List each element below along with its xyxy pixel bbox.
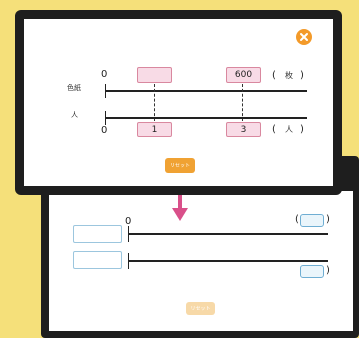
row-label-color-paper: 色紙 — [67, 84, 81, 92]
bottom-top-zero-tick — [128, 226, 129, 242]
bottom-bottom-paren-close: ) — [326, 265, 330, 276]
color-paper-left-input[interactable] — [137, 67, 172, 83]
people-number-line — [105, 117, 307, 119]
bottom-top-paren-open: ( — [295, 214, 299, 225]
bottom-unit-paren-open: ( — [272, 124, 276, 135]
bottom-bottom-zero-tick — [128, 253, 129, 269]
bottom-top-paren-close: ) — [326, 214, 330, 225]
bottom-row-zero: 0 — [101, 125, 108, 136]
people-left-input[interactable]: 1 — [137, 122, 172, 137]
people-right-input[interactable]: 3 — [226, 122, 261, 137]
color-paper-zero-tick — [105, 84, 106, 98]
dashed-connector-left — [154, 84, 155, 121]
top-unit-label: 枚 — [285, 71, 293, 80]
bottom-unit-label: 人 — [285, 125, 293, 134]
top-row-zero: 0 — [101, 69, 108, 80]
bottom-reset-button[interactable]: リセット — [186, 302, 215, 315]
top-unit-paren-open: ( — [272, 70, 276, 81]
top-unit-paren-close: ) — [300, 70, 304, 81]
bottom-top-unit-input[interactable] — [300, 214, 324, 227]
color-paper-number-line — [105, 90, 307, 92]
bottom-bottom-unit-input[interactable] — [300, 265, 324, 278]
people-label-input[interactable] — [73, 251, 122, 269]
color-paper-right-input[interactable]: 600 — [226, 67, 261, 83]
bottom-reset-label: リセット — [190, 306, 211, 312]
people-zero-tick — [105, 111, 106, 125]
dashed-connector-right — [242, 84, 243, 121]
close-icon[interactable] — [296, 29, 312, 45]
arrow-down-icon — [172, 194, 188, 221]
row-label-people: 人 — [71, 111, 78, 119]
bottom-bottom-number-line — [128, 260, 328, 262]
color-paper-label-input[interactable] — [73, 225, 122, 243]
bottom-top-zero: 0 — [125, 216, 132, 227]
reset-label: リセット — [169, 163, 190, 169]
reset-button[interactable]: リセット — [165, 158, 195, 173]
bottom-unit-paren-close: ) — [300, 124, 304, 135]
bottom-top-number-line — [128, 233, 328, 235]
